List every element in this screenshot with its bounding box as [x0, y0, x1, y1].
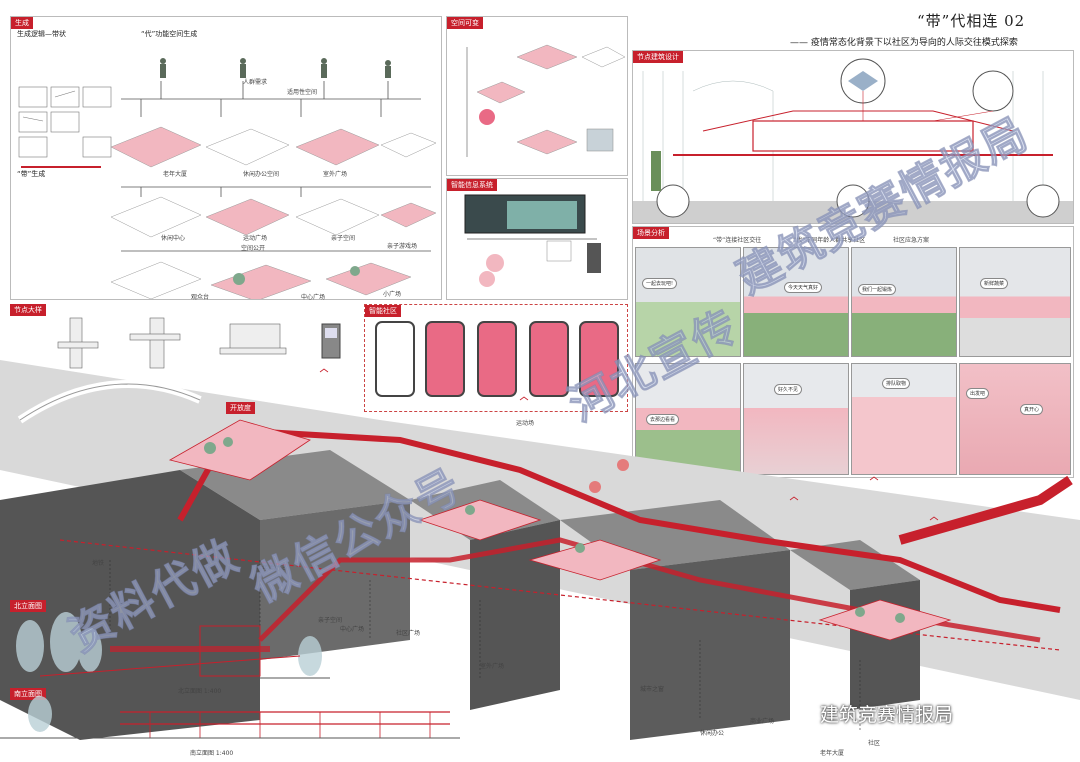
north-elev-scale: 北立面图 1:400 [178, 688, 222, 695]
scene-cell: 今天天气真好 [743, 247, 849, 357]
function-space-label: 亲子空间 [331, 235, 356, 242]
function-space-label: 中心广场 [301, 294, 326, 301]
scene-tag: 场景分析 [633, 227, 669, 239]
generation-panel: 生成 生成逻辑—带状 “代”功能空间生成 “带”生成 人群需求 适用性空间 [10, 16, 442, 301]
axon-label: 运动场 [516, 420, 535, 427]
people-path-label: 适用性空间 [287, 89, 318, 96]
node-detail-panel: 节点大样 [10, 304, 300, 376]
south-elev-scale: 南立面图 1:400 [190, 750, 234, 757]
dai-function-title: “代”功能空间生成 [141, 30, 198, 38]
page-subtitle: —— 疫情常态化背景下以社区为导向的人际交往模式探索 [790, 38, 1018, 48]
scene-bubble: 一起去玩吧! [642, 278, 678, 289]
info-system-tag: 智能信息系统 [447, 179, 497, 191]
watermark-line: 微信公众号 [243, 459, 471, 613]
space-composition-drawing [466, 44, 626, 157]
scene-cell: 新鲜蔬菜 [959, 247, 1071, 357]
axon-label: 社区 [868, 740, 881, 747]
function-space-label: 亲子游戏场 [387, 243, 418, 250]
scene-header-1: “带”连接社区交往 [713, 237, 762, 244]
scene-header-3: 社区应急方案 [893, 237, 930, 244]
axon-label: 城市之窗 [640, 686, 665, 693]
dai-sheng-title: “带”生成 [17, 170, 46, 178]
node-section-drawing [633, 58, 1073, 223]
scene-bubble: 排队取物 [882, 378, 911, 389]
north-elev-tag: 北立面图 [10, 600, 46, 612]
scene-bubble: 去那边看看 [646, 414, 680, 425]
phone-mockup-1 [375, 321, 415, 397]
smart-app-tag: 智能社区 [365, 305, 401, 317]
function-space-label: 小广场 [383, 291, 402, 298]
scene-cell: 排队取物 [851, 363, 957, 475]
scene-cell: 一起去玩吧! [635, 247, 741, 357]
info-system-drawing [464, 194, 601, 287]
scene-header-2: “代”不同年龄人群共享社区 [793, 237, 866, 244]
axon-label: 中心广场 [340, 626, 365, 633]
scene-bubble: 今天天气真好 [784, 282, 823, 293]
function-space-label: 休闲中心 [161, 235, 186, 242]
node-design-panel: 节点建筑设计 [632, 50, 1074, 224]
node-detail-drawing [57, 317, 287, 369]
function-space-label: 室外广场 [323, 171, 348, 178]
scene-bubble: 新鲜蔬菜 [980, 278, 1009, 289]
generation-tag: 生成 [11, 17, 33, 29]
phone-mockup-2 [425, 321, 465, 397]
kiosk-drawing [321, 323, 341, 359]
axon-label: 社区广场 [396, 630, 421, 637]
function-space-label: 休闲办公空间 [243, 171, 280, 178]
function-space-label: 观众台 [191, 294, 210, 301]
info-system-panel: 智能信息系统 [446, 178, 628, 300]
scene-bubble: 好久不见 [774, 384, 803, 395]
phone-mockup-3 [477, 321, 517, 397]
north-elevation-drawing [0, 612, 330, 679]
function-space-label: 运动广场 [243, 235, 268, 242]
function-space-label: 空间公开 [241, 245, 266, 252]
axon-label: 亲子空间 [318, 617, 343, 624]
axon-label: 室外广场 [480, 663, 505, 670]
page-title: “带”代相连 02 [917, 12, 1026, 30]
axon-label: 商业广场 [750, 718, 775, 725]
scene-cell: 我们一起锻炼 [851, 247, 957, 357]
generation-drawing [18, 58, 437, 299]
publisher-logo: 建筑竞赛情报局 [820, 704, 954, 726]
dai-generation-title: 生成逻辑—带状 [17, 30, 66, 38]
people-need-label: 人群需求 [243, 79, 268, 86]
node-detail-tag: 节点大样 [10, 304, 46, 316]
scene-bubble: 出发吧 [966, 388, 990, 399]
scene-cell: 好久不见 [743, 363, 849, 475]
axon-label: 老年活动站 [256, 565, 287, 572]
axon-label: 老年大厦 [820, 750, 845, 757]
axon-label: 地铁 [92, 560, 105, 567]
scene-bubble: 真开心 [1020, 404, 1044, 415]
axon-label: 休闲办公 [700, 730, 725, 737]
space-composition-tag: 空间可变 [447, 17, 483, 29]
scene-bubble: 我们一起锻炼 [858, 284, 897, 295]
opening-tag: 开放度 [226, 402, 255, 414]
space-composition-panel: 空间可变 [446, 16, 628, 176]
south-elevation-drawing [0, 696, 460, 739]
scene-cell: 出发吧 真开心 [959, 363, 1071, 475]
node-design-tag: 节点建筑设计 [633, 51, 683, 63]
function-space-label: 老年大厦 [163, 171, 188, 178]
